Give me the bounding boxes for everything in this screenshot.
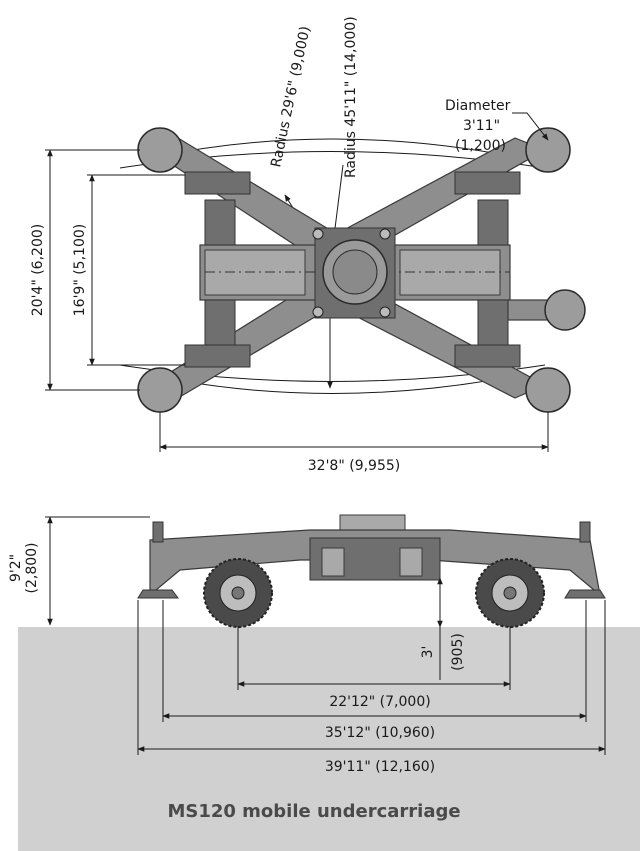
foot-left bbox=[137, 589, 179, 599]
mast-right bbox=[579, 521, 591, 543]
label-wheelbase: 22'12" (7,000) bbox=[329, 694, 430, 710]
label-side-height-mm: (2,800) bbox=[24, 542, 40, 593]
wheel-assembly-left-top bbox=[204, 199, 236, 246]
side-frame bbox=[149, 529, 601, 597]
wheel-assembly-right-bottom bbox=[477, 299, 509, 346]
radius-arc-upper-outer bbox=[149, 138, 521, 159]
outrigger-pad-bottom-right bbox=[525, 367, 571, 413]
pivot-pin-bl bbox=[312, 306, 324, 318]
mast-left bbox=[152, 521, 164, 543]
wheel-assembly-left-bottom bbox=[204, 299, 236, 346]
top-view: Radius 29'6" (9,000) Radius 45'11" (14,0… bbox=[30, 16, 586, 474]
label-inner-height: 16'9" (5,100) bbox=[72, 224, 88, 316]
label-outer-height: 20'4" (6,200) bbox=[30, 224, 46, 316]
label-outrigger-span: 35'12" (10,960) bbox=[325, 725, 435, 741]
outrigger-pad-top-left bbox=[137, 127, 183, 173]
caption: MS120 mobile undercarriage bbox=[167, 801, 460, 822]
label-radius-large: Radius 45'11" (14,000) bbox=[343, 16, 359, 178]
foot-right bbox=[564, 589, 606, 599]
label-overall-length: 39'11" (12,160) bbox=[325, 759, 435, 775]
label-diameter: Diameter bbox=[445, 98, 511, 114]
ground-area bbox=[18, 627, 640, 851]
slewing-ring-inner bbox=[332, 249, 378, 295]
side-box-bottom-left bbox=[184, 344, 251, 368]
label-clearance-mm: (905) bbox=[450, 633, 466, 671]
label-radius-small: Radius 29'6" (9,000) bbox=[268, 25, 314, 169]
pivot-pin-br bbox=[379, 306, 391, 318]
side-left-bracket bbox=[321, 547, 345, 577]
wheel-right-hub bbox=[503, 586, 517, 600]
label-width: 32'8" (9,955) bbox=[308, 458, 400, 474]
outrigger-pad-top-right bbox=[525, 127, 571, 173]
side-box-top-left bbox=[184, 171, 251, 195]
side-box-top-right bbox=[454, 171, 521, 195]
pivot-pin-tl bbox=[312, 228, 324, 240]
diameter-leader bbox=[512, 112, 549, 141]
label-diameter-mm: (1,200) bbox=[455, 138, 506, 154]
pivot-pin-tr bbox=[379, 228, 391, 240]
label-diameter-value: 3'11" bbox=[463, 118, 500, 134]
outrigger-pad-right-middle bbox=[544, 289, 586, 331]
side-view: 9'2" (2,800) 3' (905) 22'12" (7,000) 35'… bbox=[8, 514, 606, 775]
side-right-bracket bbox=[399, 547, 423, 577]
label-clearance-ft: 3' bbox=[420, 646, 436, 659]
outrigger-pad-bottom-left bbox=[137, 367, 183, 413]
wheel-left-hub bbox=[231, 586, 245, 600]
side-box-bottom-right bbox=[454, 344, 521, 368]
label-side-height-ft: 9'2" bbox=[8, 554, 24, 582]
wheel-assembly-right-top bbox=[477, 199, 509, 246]
upper-slew-platform bbox=[339, 514, 406, 532]
